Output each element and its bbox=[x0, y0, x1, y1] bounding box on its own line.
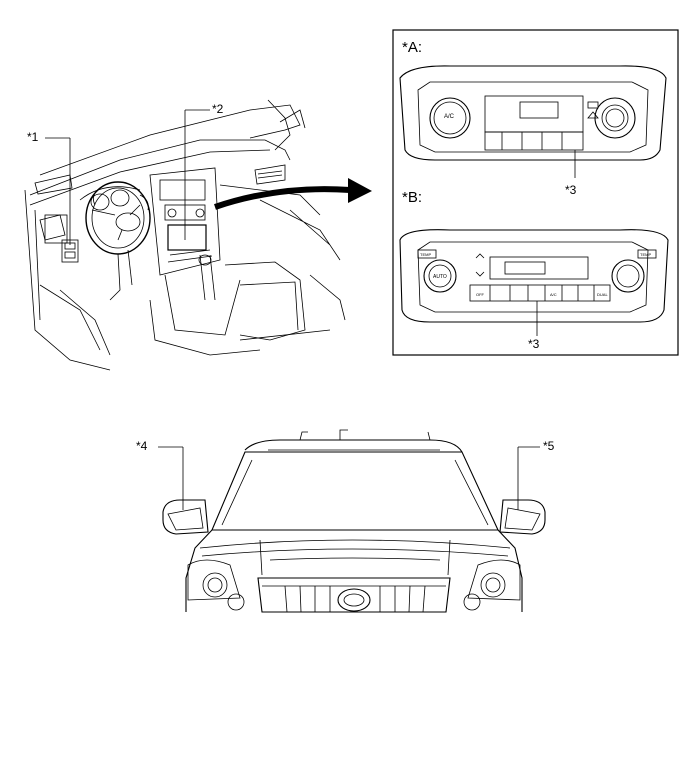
panel-b-temp-right: TEMP bbox=[640, 252, 651, 257]
panel-b-auto-label: AUTO bbox=[433, 274, 447, 280]
panel-a-ac-label: A/C bbox=[444, 114, 455, 120]
callout-5: *5 bbox=[543, 439, 555, 453]
callout-3-a: *3 bbox=[565, 183, 577, 197]
callout-2: *2 bbox=[212, 102, 224, 116]
dashboard-interior bbox=[24, 99, 346, 371]
inset-frame bbox=[392, 29, 679, 356]
pointer-arrow bbox=[214, 178, 372, 210]
callout-1: *1 bbox=[27, 130, 39, 144]
control-panel-b bbox=[399, 229, 669, 336]
vehicle-front bbox=[158, 429, 546, 613]
panel-b-dual-label: DUAL bbox=[597, 292, 608, 297]
callout-3-b: *3 bbox=[528, 337, 540, 351]
callout-4: *4 bbox=[136, 439, 148, 453]
inset-label-b: *B: bbox=[402, 189, 423, 206]
panel-b-off-label: OFF bbox=[476, 292, 485, 297]
control-panel-a bbox=[399, 65, 667, 178]
panel-b-ac-label: A/C bbox=[550, 292, 557, 297]
inset-label-a: *A: bbox=[402, 39, 423, 56]
panel-b-temp-left: TEMP bbox=[420, 252, 431, 257]
